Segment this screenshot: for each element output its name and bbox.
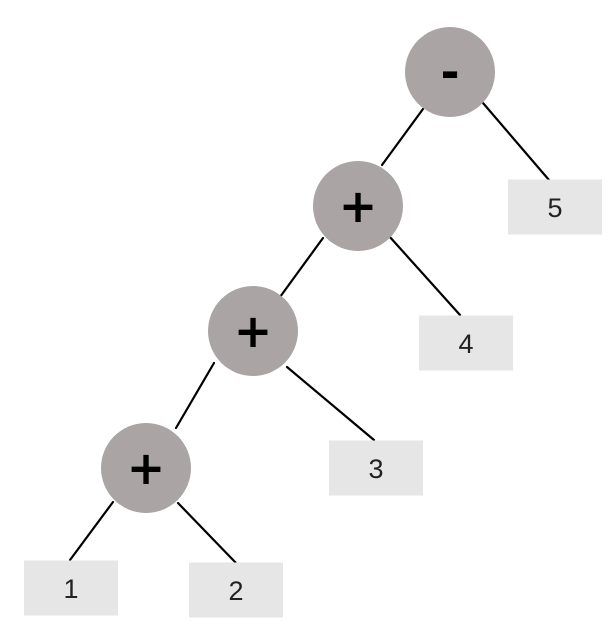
operator-node: - [405, 27, 495, 117]
leaf-box [329, 440, 423, 496]
edge-n0-n1 [380, 107, 425, 167]
leaf-box [419, 315, 513, 371]
leaf-label: 2 [228, 576, 243, 606]
operator-label: + [127, 441, 166, 495]
leaf-node: 5 [508, 179, 602, 235]
edge-n1-n2 [278, 236, 325, 299]
leaf-label: 4 [458, 329, 473, 359]
leaf-node: 2 [189, 562, 283, 618]
operator-label: - [440, 45, 459, 99]
leaf-node: 3 [329, 440, 423, 496]
leaf-node: 1 [24, 560, 118, 616]
edge-n3-l1 [68, 500, 115, 562]
operator-node: + [313, 161, 403, 251]
operator-circle [208, 286, 298, 376]
edge-n1-l4 [387, 234, 462, 317]
tree-nodes: - + + +5 4 3 1 2 [24, 27, 602, 618]
leaf-label: 3 [368, 454, 383, 484]
edge-n2-l3 [285, 365, 376, 442]
operator-node: + [208, 286, 298, 376]
operator-circle [101, 423, 191, 513]
operator-node: + [101, 423, 191, 513]
leaf-box [508, 179, 602, 235]
leaf-node: 4 [419, 315, 513, 371]
operator-circle [313, 161, 403, 251]
operator-circle [405, 27, 495, 117]
edge-n0-l5 [481, 101, 551, 182]
leaf-label: 5 [547, 193, 562, 223]
tree-edges [68, 101, 551, 565]
operator-label: + [339, 179, 378, 233]
leaf-box [24, 560, 118, 616]
edge-n2-n3 [174, 361, 216, 430]
leaf-box [189, 562, 283, 618]
edge-n3-l2 [176, 501, 238, 565]
operator-label: + [234, 304, 273, 358]
leaf-label: 1 [63, 574, 78, 604]
